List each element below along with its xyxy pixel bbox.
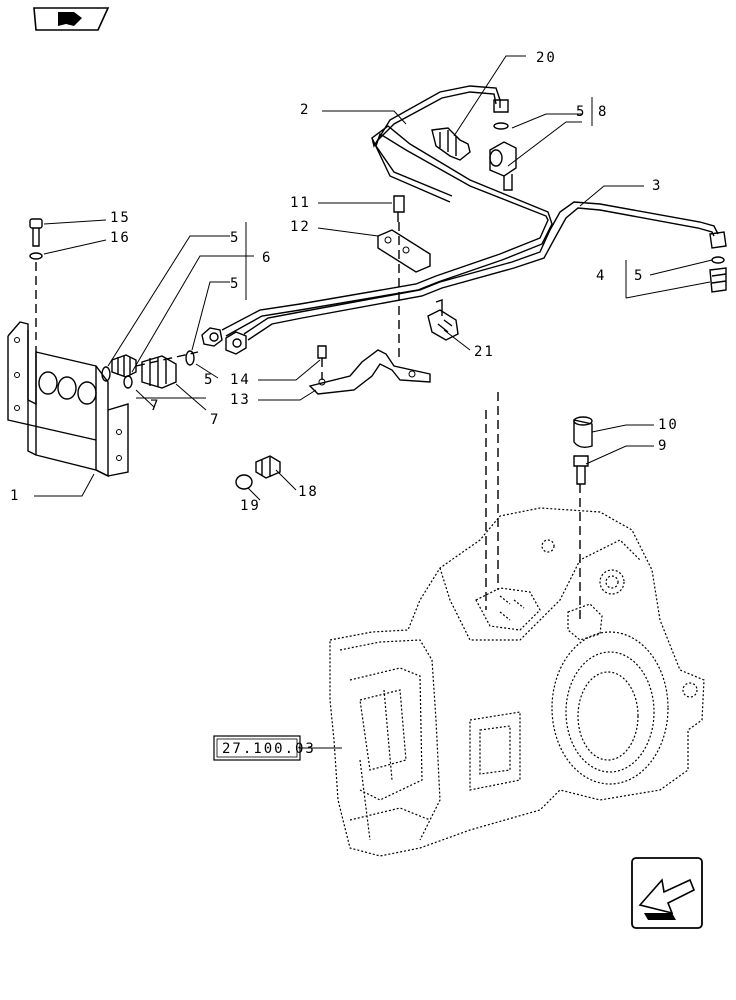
callout-7: 7 — [150, 398, 160, 414]
callout-2: 2 — [300, 102, 310, 118]
callout-18: 18 — [298, 484, 319, 500]
arrow-previous-page-icon[interactable] — [631, 857, 703, 929]
fitting-20 — [431, 99, 509, 161]
callout-9: 9 — [658, 438, 668, 454]
callout-10: 10 — [658, 417, 679, 433]
tee-fitting-8 — [489, 141, 517, 191]
callout-3: 3 — [652, 178, 662, 194]
callout-11: 11 — [290, 195, 311, 211]
clamp-12 — [377, 195, 431, 360]
callout-7: 7 — [210, 412, 220, 428]
support-bracket-13 — [308, 345, 431, 395]
callout-1: 1 — [10, 488, 20, 504]
open-book-icon[interactable] — [33, 7, 110, 31]
callout-21: 21 — [474, 344, 495, 360]
callout-5: 5 — [576, 104, 586, 120]
callout-20: 20 — [536, 50, 557, 66]
callout-15: 15 — [110, 210, 131, 226]
callout-5: 5 — [230, 276, 240, 292]
callout-13: 13 — [230, 392, 251, 408]
quick-coupler-6 — [101, 350, 199, 389]
callout-5: 5 — [634, 268, 644, 284]
transmission-housing — [329, 507, 705, 857]
callout-6: 6 — [262, 250, 272, 266]
cross-reference-box[interactable] — [213, 735, 342, 761]
plug-18 — [235, 455, 281, 490]
callout-19: 19 — [240, 498, 261, 514]
leader-lines — [34, 55, 713, 501]
mounting-bracket — [7, 321, 129, 478]
cap-10 — [573, 416, 593, 620]
valve-21 — [427, 299, 459, 341]
callout-14: 14 — [230, 372, 251, 388]
bolt-15 — [29, 218, 43, 340]
callout-4: 4 — [596, 268, 606, 284]
callout-12: 12 — [290, 219, 311, 235]
callout-5: 5 — [204, 372, 214, 388]
callout-5: 5 — [230, 230, 240, 246]
pipe-fittings — [201, 327, 247, 355]
hydraulic-pipes — [221, 85, 719, 341]
reference-number[interactable]: 27.100.03 — [222, 741, 316, 757]
pipe-end-fitting — [709, 231, 727, 293]
callout-8: 8 — [598, 104, 608, 120]
callout-16: 16 — [110, 230, 131, 246]
